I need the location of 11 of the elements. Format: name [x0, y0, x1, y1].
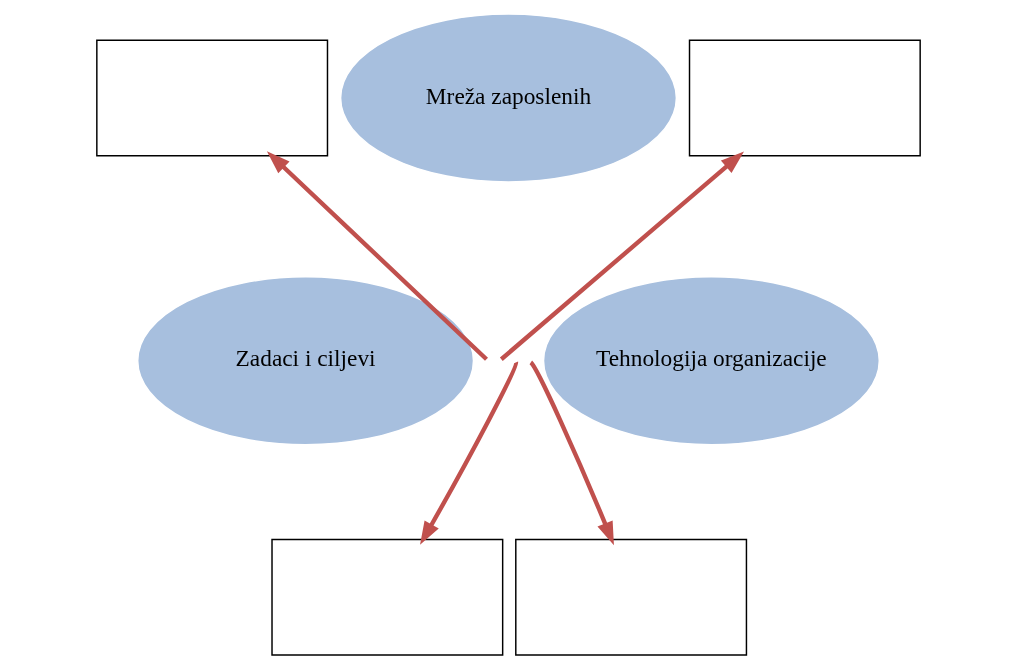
- node-ellipse: Zadaci i ciljevi: [136, 276, 474, 446]
- node-ellipse: Tehnologija organizacije: [542, 276, 880, 446]
- arrow: [419, 362, 518, 545]
- node-box: [95, 39, 328, 157]
- node-box: [514, 538, 747, 656]
- arrow: [266, 151, 488, 361]
- arrow: [528, 361, 614, 546]
- node-box: [688, 39, 921, 157]
- node-box: [270, 538, 503, 656]
- node-ellipse: Mreža zaposlenih: [339, 13, 677, 183]
- arrow: [499, 151, 744, 361]
